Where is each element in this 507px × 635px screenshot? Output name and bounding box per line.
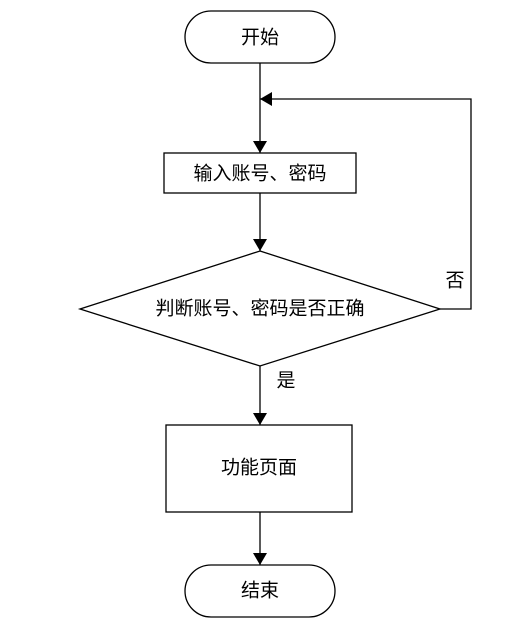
yes-label: 是 (276, 370, 295, 392)
function-page-label: 功能页面 (221, 457, 297, 479)
check-node: 判断账号、密码是否正确 (77, 250, 443, 367)
start-label: 开始 (241, 27, 279, 49)
input-label: 输入账号、密码 (193, 163, 326, 185)
check-label: 判断账号、密码是否正确 (155, 298, 364, 320)
start-node: 开始 (184, 10, 336, 64)
input-node: 输入账号、密码 (163, 152, 357, 194)
edge-check-no-loop (260, 92, 472, 310)
end-label: 结束 (241, 580, 279, 602)
function-page-node: 功能页面 (165, 424, 353, 513)
no-label: 否 (445, 270, 464, 292)
end-node: 结束 (184, 564, 336, 618)
